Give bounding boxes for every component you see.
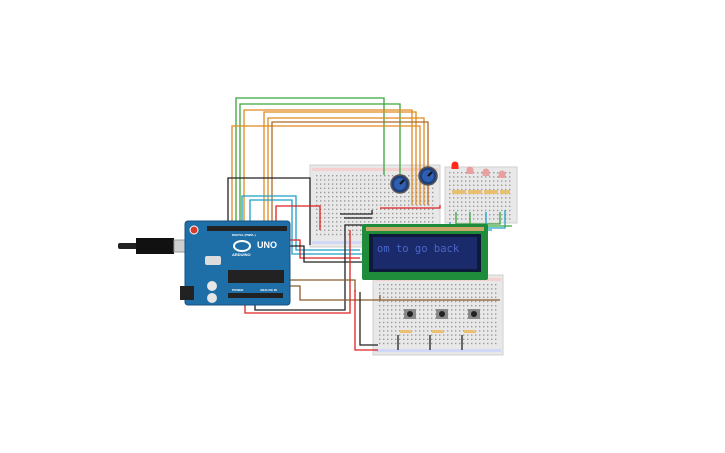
infinity-logo-icon: [233, 240, 251, 252]
wire-black: [285, 245, 362, 263]
pushbutton-icon[interactable]: [468, 309, 480, 319]
wire-red: [354, 290, 378, 351]
digital-label: DIGITAL (PWM~): [232, 233, 256, 237]
resistor-icon[interactable]: [468, 190, 482, 194]
wire-red: [285, 239, 360, 259]
resistor-icon[interactable]: [452, 190, 466, 194]
resistor-icon[interactable]: [464, 330, 476, 333]
wire-orange: [231, 125, 421, 222]
lcd-text: om to go back: [377, 243, 460, 255]
capacitor: [207, 281, 217, 291]
resistor-icon[interactable]: [400, 330, 412, 333]
usb-plug-icon[interactable]: [118, 238, 189, 254]
wire-red: [380, 205, 441, 209]
microcontroller-chip: [228, 270, 284, 283]
arduino-board[interactable]: UNO ARDUINO DIGITAL (PWM~) ANALOG IN POW…: [180, 220, 291, 306]
wire-cyan: [241, 195, 360, 251]
breadboard-holes: [379, 284, 497, 345]
breadboard-led[interactable]: [444, 166, 518, 224]
pushbutton-icon[interactable]: [436, 309, 448, 319]
wire-cyan: [249, 199, 362, 255]
breadboard-holes: [449, 172, 511, 220]
board-model-label: UNO: [257, 240, 277, 250]
capacitor: [207, 293, 217, 303]
analog-label: ANALOG IN: [260, 288, 277, 292]
resistor-icon[interactable]: [500, 190, 510, 194]
wire-black: [254, 224, 380, 311]
pushbutton-icon[interactable]: [404, 309, 416, 319]
wire-green: [239, 103, 401, 222]
wire-black: [359, 292, 378, 346]
board-brand-label: ARDUINO: [232, 252, 251, 257]
resistor-icon[interactable]: [484, 190, 498, 194]
wire-brown: [290, 285, 381, 301]
crystal-oscillator: [205, 256, 221, 265]
wire-brown: [290, 279, 356, 292]
wire-red: [275, 205, 321, 230]
led-icon[interactable]: [498, 170, 506, 179]
dc-jack-icon: [180, 286, 194, 300]
potentiometer-icon[interactable]: [418, 166, 438, 186]
led-icon[interactable]: [466, 166, 474, 175]
potentiometer-icon[interactable]: [390, 174, 410, 194]
resistor-icon[interactable]: [432, 330, 444, 333]
wire-red: [244, 230, 351, 314]
wire-brown: [271, 121, 429, 222]
lcd-display[interactable]: om to go back: [362, 224, 488, 280]
led-icon[interactable]: [482, 168, 490, 177]
wire-black: [227, 177, 311, 245]
wire-orange: [263, 111, 417, 222]
wire-black: [340, 210, 373, 215]
power-label: POWER: [232, 288, 244, 292]
wire-orange: [267, 117, 425, 222]
wire-green: [235, 97, 385, 222]
led-icon[interactable]: [451, 161, 459, 170]
reset-button[interactable]: [189, 225, 199, 235]
analog-header[interactable]: [228, 293, 283, 298]
digital-header[interactable]: [207, 226, 287, 231]
wire-orange: [243, 109, 413, 222]
